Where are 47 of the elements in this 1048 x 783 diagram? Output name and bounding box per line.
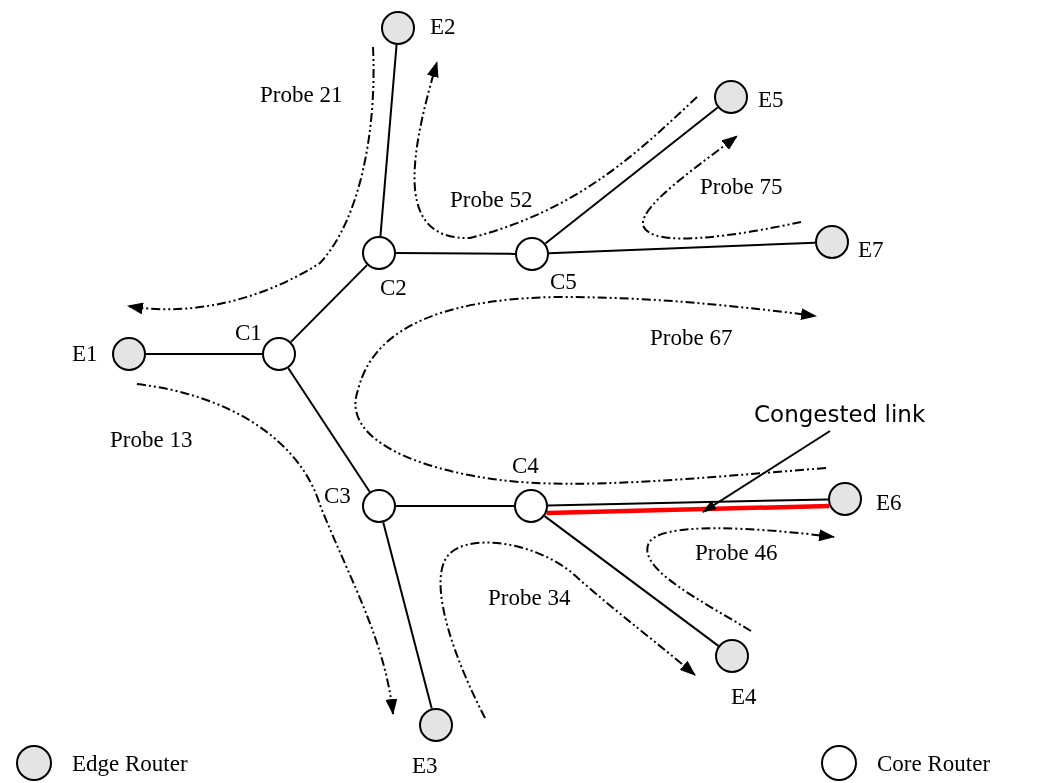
probe-label: Probe 34 — [488, 586, 571, 609]
probe-label: Probe 46 — [695, 541, 778, 564]
legend-label: Edge Router — [72, 751, 188, 775]
link-line — [395, 252, 516, 255]
router-label: C2 — [380, 276, 407, 299]
core-router-circle — [515, 237, 549, 271]
link-line — [548, 241, 816, 255]
router-label: E1 — [72, 342, 98, 365]
router-label: C3 — [324, 484, 351, 507]
leader-arrow — [702, 430, 831, 513]
edge-router-circle — [381, 11, 415, 45]
link-line — [395, 505, 515, 507]
router-label: E6 — [876, 491, 902, 514]
probe-label: Probe 75 — [700, 175, 783, 198]
router-label: E7 — [858, 238, 884, 261]
edge-router-circle — [828, 482, 862, 516]
router-label: C1 — [235, 321, 262, 344]
link-line — [547, 498, 829, 507]
edge-router-circle — [715, 639, 749, 673]
link-line — [379, 43, 398, 238]
legend-label: Core Router — [877, 751, 991, 775]
edge-router-circle — [112, 337, 146, 371]
probe-label: Probe 52 — [450, 188, 533, 211]
router-label: C4 — [512, 454, 539, 477]
link-line — [287, 367, 371, 493]
router-label: E2 — [430, 15, 456, 38]
edge-router-circle — [815, 225, 849, 259]
router-label: E4 — [731, 685, 757, 708]
link-line — [289, 264, 369, 343]
congested-link-line — [546, 503, 830, 516]
probe-label: Probe 13 — [110, 428, 193, 451]
link-line — [145, 353, 263, 355]
callout-text: Congested link — [754, 403, 926, 426]
core-router-circle — [262, 337, 296, 371]
probe-label: Probe 21 — [260, 83, 343, 106]
router-label: E3 — [412, 754, 438, 777]
core-router-circle — [362, 236, 396, 270]
router-label: C5 — [550, 270, 577, 293]
link-line — [543, 515, 720, 647]
probe-label: Probe 67 — [650, 326, 733, 349]
link-line — [544, 106, 719, 245]
core-router-circle — [362, 489, 396, 523]
edge-router-circle — [714, 80, 748, 114]
core-router-circle — [514, 489, 548, 523]
edge-router-circle — [419, 708, 453, 742]
router-label: E5 — [758, 88, 784, 111]
link-line — [382, 521, 433, 710]
